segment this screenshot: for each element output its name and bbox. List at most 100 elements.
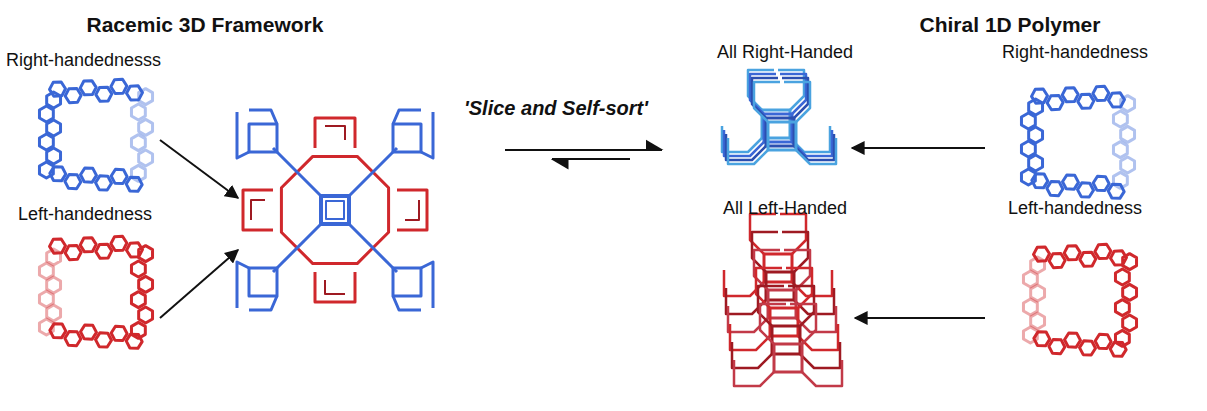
section-heading: Chiral 1D Polymer (920, 12, 1101, 37)
red-link (251, 200, 265, 220)
aromatic-ring (1121, 96, 1135, 112)
structure-label: All Left-Handed (723, 198, 847, 220)
aromatic-ring (1113, 172, 1127, 188)
aromatic-ring (111, 326, 127, 340)
helical-hook (782, 232, 808, 272)
helical-hook (796, 138, 836, 164)
blue-link (349, 224, 397, 272)
aromatic-ring (1064, 333, 1080, 347)
aromatic-ring (1049, 254, 1065, 268)
aromatic-ring (39, 263, 53, 279)
right-handed-macrocycle (1021, 86, 1134, 198)
helical-hook (780, 74, 806, 114)
aromatic-ring (131, 322, 145, 338)
aromatic-ring (1080, 341, 1096, 355)
aromatic-ring (1115, 269, 1129, 285)
central-square (326, 201, 344, 219)
aromatic-ring (1029, 99, 1043, 115)
blue-square (249, 124, 277, 152)
aromatic-ring (39, 319, 53, 335)
aromatic-ring (1093, 176, 1109, 190)
aromatic-ring (111, 169, 127, 183)
structure-label: Right-handedness (1002, 42, 1148, 64)
aromatic-ring (1031, 313, 1045, 329)
aromatic-ring (39, 291, 53, 307)
helical-hook (752, 78, 778, 118)
aromatic-ring (1095, 244, 1111, 258)
aromatic-ring (96, 87, 112, 101)
helical-hook (788, 286, 814, 326)
helical-hook (798, 324, 838, 350)
aromatic-ring (131, 135, 145, 151)
blue-link (249, 296, 277, 310)
aromatic-ring (47, 249, 61, 265)
helical-hook (728, 138, 768, 164)
blue-link (273, 148, 321, 196)
aromatic-ring (1029, 127, 1043, 143)
helical-hook (754, 82, 780, 122)
central-square (321, 196, 349, 224)
aromatic-ring (47, 148, 61, 164)
aromatic-ring (1113, 142, 1127, 158)
core-square (774, 344, 802, 372)
aromatic-ring (131, 104, 145, 120)
core-square (768, 122, 796, 150)
aromatic-ring (1121, 126, 1135, 142)
helical-hook (784, 250, 810, 290)
aromatic-ring (1062, 175, 1078, 189)
helical-hook (802, 360, 842, 386)
helical-hook (750, 214, 776, 254)
aromatic-ring (1049, 340, 1065, 354)
section-heading: Racemic 3D Framework (87, 12, 324, 37)
aromatic-ring (1115, 330, 1129, 346)
red-link (315, 118, 355, 148)
racemic-framework (237, 110, 433, 310)
aromatic-ring (1023, 271, 1037, 287)
assembly-arrow (160, 250, 238, 318)
helical-hook (734, 360, 774, 386)
aromatic-ring (139, 307, 153, 323)
aromatic-ring (139, 119, 153, 135)
aromatic-ring (1021, 141, 1035, 157)
aromatic-ring (1123, 254, 1137, 270)
assembly-arrow (855, 317, 985, 319)
right-handed-macrocycle (39, 79, 152, 191)
aromatic-ring (47, 305, 61, 321)
red-link (325, 126, 345, 140)
left-handed-polymer (724, 214, 842, 386)
blue-link (273, 224, 321, 272)
aromatic-ring (96, 176, 112, 190)
helical-hook (730, 324, 770, 350)
aromatic-ring (65, 332, 81, 346)
aromatic-ring (111, 236, 127, 250)
helical-hook (760, 304, 786, 344)
red-link (405, 200, 419, 220)
aromatic-ring (1031, 257, 1045, 273)
aromatic-ring (131, 261, 145, 277)
aromatic-ring (47, 120, 61, 136)
aromatic-ring (1123, 315, 1137, 331)
process-label: 'Slice and Self-sort' (464, 96, 648, 120)
aromatic-ring (39, 134, 53, 150)
aromatic-ring (1047, 182, 1063, 196)
helical-hook (728, 306, 768, 332)
aromatic-ring (47, 277, 61, 293)
aromatic-ring (1029, 155, 1043, 171)
aromatic-ring (1080, 252, 1096, 266)
blue-link (349, 148, 397, 196)
aromatic-ring (1021, 113, 1035, 129)
aromatic-ring (65, 175, 81, 189)
red-link (325, 280, 345, 294)
blue-link (249, 110, 277, 124)
red-link (243, 190, 273, 230)
aromatic-ring (1123, 284, 1137, 300)
helical-hook (726, 134, 766, 160)
left-handed-macrocycle (39, 236, 152, 348)
aromatic-ring (1023, 327, 1037, 343)
aromatic-ring (1047, 96, 1063, 110)
aromatic-ring (1078, 94, 1094, 108)
aromatic-ring (1121, 157, 1135, 173)
equilibrium-arrow (552, 158, 630, 160)
blue-link (421, 262, 433, 308)
blue-link (393, 296, 421, 310)
